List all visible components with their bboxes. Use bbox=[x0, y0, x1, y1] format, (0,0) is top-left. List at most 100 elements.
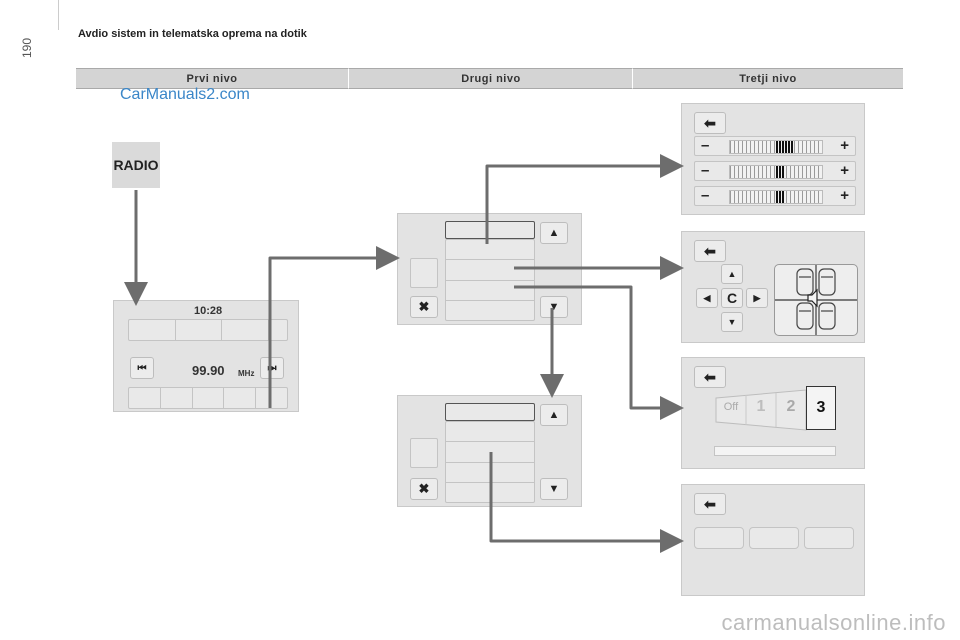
menu-list-item[interactable] bbox=[446, 463, 534, 483]
preset-slot[interactable] bbox=[256, 388, 287, 408]
plus-button[interactable]: + bbox=[840, 187, 849, 204]
scroll-down-button[interactable]: ▼ bbox=[540, 478, 568, 500]
menu-header-field bbox=[445, 221, 535, 239]
equalizer-row: –+ bbox=[694, 186, 856, 206]
preset-slot[interactable] bbox=[224, 388, 257, 408]
preset-slot[interactable] bbox=[176, 320, 223, 340]
equalizer-level-fill bbox=[776, 141, 795, 153]
radio-button[interactable]: RADIO bbox=[112, 142, 160, 188]
speaker-icon bbox=[807, 288, 818, 308]
menu-list-item[interactable] bbox=[446, 301, 534, 320]
arrow-left-icon: ⬅ bbox=[704, 114, 716, 131]
triangle-up-icon: ▲ bbox=[548, 227, 560, 239]
option-button[interactable] bbox=[694, 527, 744, 549]
menu-panel-top: ✖ ▲ ▼ bbox=[397, 213, 582, 325]
level-option-3-selected[interactable]: 3 bbox=[806, 386, 836, 430]
scroll-down-button[interactable]: ▼ bbox=[540, 296, 568, 318]
menu-panel-bottom: ✖ ▲ ▼ bbox=[397, 395, 582, 507]
seek-back-button[interactable]: ⏮ bbox=[130, 357, 154, 379]
scroll-up-button[interactable]: ▲ bbox=[540, 404, 568, 426]
balance-down-button[interactable]: ▼ bbox=[721, 312, 743, 332]
equalizer-level-fill bbox=[776, 191, 786, 203]
preset-row-bottom bbox=[128, 387, 288, 409]
triangle-up-icon: ▲ bbox=[727, 269, 737, 279]
back-button[interactable]: ⬅ bbox=[694, 493, 726, 515]
menu-side-tile[interactable] bbox=[410, 258, 438, 288]
preset-slot[interactable] bbox=[129, 320, 176, 340]
car-seats-diagram[interactable] bbox=[774, 264, 858, 336]
equalizer-row: –+ bbox=[694, 136, 856, 156]
level-option-1[interactable]: 1 bbox=[756, 398, 766, 415]
skip-back-icon: ⏮ bbox=[137, 362, 147, 374]
header-col-first-level: Prvi nivo bbox=[76, 68, 348, 89]
back-button[interactable]: ⬅ bbox=[694, 366, 726, 388]
equalizer-level-bar[interactable] bbox=[729, 165, 823, 179]
menu-list-item[interactable] bbox=[446, 442, 534, 463]
menu-list-item[interactable] bbox=[446, 281, 534, 301]
menu-list-item[interactable] bbox=[446, 422, 534, 443]
equalizer-level-fill bbox=[776, 166, 786, 178]
seats-graphic bbox=[775, 265, 857, 335]
option-button[interactable] bbox=[804, 527, 854, 549]
menu-list-item[interactable] bbox=[446, 260, 534, 281]
arrow-left-icon: ⬅ bbox=[704, 368, 716, 385]
triangle-left-icon: ◀ bbox=[703, 292, 711, 303]
minus-button[interactable]: – bbox=[701, 162, 710, 179]
triangle-right-icon: ▶ bbox=[753, 292, 761, 303]
close-button[interactable]: ✖ bbox=[410, 296, 438, 318]
radio-screen: 10:28 ⏮ 99.90 MHz ⏭ bbox=[113, 300, 299, 412]
scroll-up-button[interactable]: ▲ bbox=[540, 222, 568, 244]
plus-button[interactable]: + bbox=[840, 162, 849, 179]
level-option-off[interactable]: Off bbox=[723, 401, 739, 413]
back-button[interactable]: ⬅ bbox=[694, 240, 726, 262]
footer-watermark: carmanualsonline.info bbox=[721, 610, 946, 635]
seek-forward-button[interactable]: ⏭ bbox=[260, 357, 284, 379]
preset-slot[interactable] bbox=[193, 388, 225, 408]
balance-up-button[interactable]: ▲ bbox=[721, 264, 743, 284]
options-panel: ⬅ bbox=[681, 484, 865, 596]
level-wedge bbox=[715, 389, 807, 431]
balance-left-button[interactable]: ◀ bbox=[696, 288, 718, 308]
preset-slot[interactable] bbox=[161, 388, 193, 408]
equalizer-level-bar[interactable] bbox=[729, 140, 823, 154]
header-col-third-level: Tretji nivo bbox=[632, 68, 903, 89]
preset-slot[interactable] bbox=[222, 320, 269, 340]
preset-row-top bbox=[128, 319, 288, 341]
page-title: Avdio sistem in telematska oprema na dot… bbox=[78, 28, 307, 40]
frequency-value: 99.90 bbox=[192, 363, 225, 378]
menu-list-item[interactable] bbox=[446, 240, 534, 261]
level-option-2[interactable]: 2 bbox=[786, 398, 796, 415]
header-col-second-level: Drugi nivo bbox=[348, 68, 633, 89]
skip-forward-icon: ⏭ bbox=[267, 362, 277, 374]
watermark: CarManuals2.com bbox=[120, 86, 250, 103]
close-icon: ✖ bbox=[418, 299, 430, 314]
close-button[interactable]: ✖ bbox=[410, 478, 438, 500]
arrow-left-icon: ⬅ bbox=[704, 495, 716, 512]
clock: 10:28 bbox=[194, 305, 223, 317]
option-button[interactable] bbox=[749, 527, 799, 549]
menu-list bbox=[445, 421, 535, 503]
triangle-up-icon: ▲ bbox=[548, 409, 560, 421]
menu-list bbox=[445, 239, 535, 321]
menu-header-field bbox=[445, 403, 535, 421]
minus-button[interactable]: – bbox=[701, 187, 710, 204]
close-icon: ✖ bbox=[418, 481, 430, 496]
preset-slot[interactable] bbox=[129, 388, 161, 408]
equalizer-row: –+ bbox=[694, 161, 856, 181]
balance-center-button[interactable]: C bbox=[721, 288, 743, 308]
page-number: 190 bbox=[20, 37, 34, 58]
equalizer-panel: ⬅ –+–+–+ bbox=[681, 103, 865, 215]
page-margin-line bbox=[58, 0, 59, 30]
back-button[interactable]: ⬅ bbox=[694, 112, 726, 134]
balance-right-button[interactable]: ▶ bbox=[746, 288, 768, 308]
menu-side-tile[interactable] bbox=[410, 438, 438, 468]
triangle-down-icon: ▼ bbox=[548, 483, 560, 495]
triangle-down-icon: ▼ bbox=[727, 317, 737, 327]
frequency-unit: MHz bbox=[238, 369, 255, 378]
plus-button[interactable]: + bbox=[840, 137, 849, 154]
menu-list-item[interactable] bbox=[446, 483, 534, 502]
balance-panel: ⬅ ▲ ◀ C ▶ ▼ bbox=[681, 231, 865, 343]
minus-button[interactable]: – bbox=[701, 137, 710, 154]
preset-slot[interactable] bbox=[269, 320, 287, 340]
equalizer-level-bar[interactable] bbox=[729, 190, 823, 204]
